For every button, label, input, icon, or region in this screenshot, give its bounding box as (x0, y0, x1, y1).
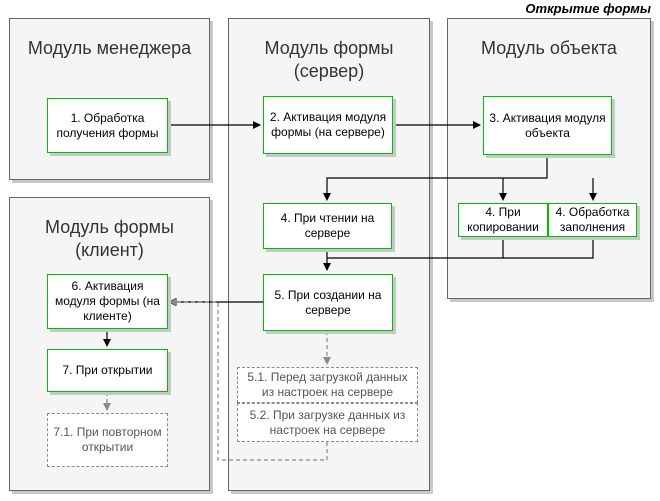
node-5-1-before-load-settings[interactable]: 5.1. Перед загрузкой данных из настроек … (237, 367, 418, 403)
node-6-form-module-activation-client[interactable]: 6. Активация модуля формы (на клиенте) (47, 274, 168, 329)
node-5-2-on-load-settings[interactable]: 5.2. При загрузке данных из настроек на … (237, 403, 418, 442)
node-2-form-module-activation-server[interactable]: 2. Активация модуля формы (на сервере) (263, 96, 393, 154)
node-7-on-open[interactable]: 7. При открытии (47, 349, 168, 392)
edge-n4b-merge (503, 237, 594, 259)
diagram-title: Открытие формы (525, 1, 651, 16)
edge-n3-branch (323, 155, 548, 201)
node-7-1-on-reopen[interactable]: 7.1. При повторном открытии (47, 413, 168, 467)
node-4-on-read-at-server[interactable]: 4. При чтении на сервере (263, 203, 392, 249)
panel-object-module: Модуль объекта (447, 18, 651, 299)
node-4-on-copy[interactable]: 4. При копировании (458, 203, 548, 237)
panel-form-client-title: Модуль формы (клиент) (45, 217, 174, 260)
node-5-on-create-at-server[interactable]: 5. При создании на сервере (263, 274, 393, 331)
edge-n52-n6 (169, 298, 328, 461)
panel-object-title: Модуль объекта (481, 38, 617, 58)
node-4-fill-processing[interactable]: 4. Обработка заполнения (548, 203, 637, 237)
panel-form-server-title: Модуль формы (сервер) (264, 38, 394, 81)
node-1-form-get-processing[interactable]: 1. Обработка получения формы (47, 98, 168, 153)
node-3-object-module-activation[interactable]: 3. Активация модуля объекта (483, 96, 612, 155)
panel-manager-title: Модуль менеджера (27, 38, 192, 58)
